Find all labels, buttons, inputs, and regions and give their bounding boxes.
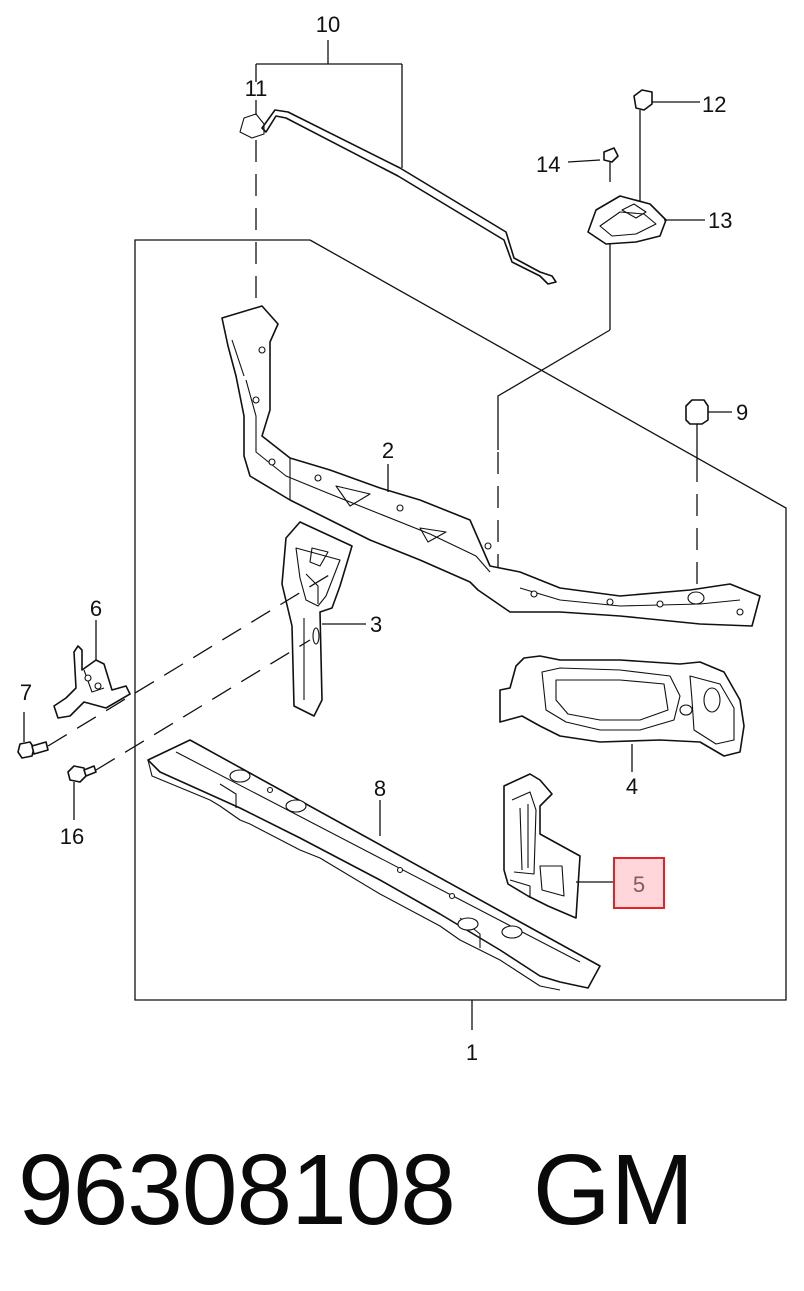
callout-7: 7 <box>20 680 32 705</box>
part-number: 96308108 <box>18 1134 456 1246</box>
hood-latch-bracket <box>567 89 705 330</box>
callout-16: 16 <box>60 824 84 849</box>
callout-13: 13 <box>708 208 732 233</box>
nut-16 <box>67 765 97 820</box>
callout-3: 3 <box>370 612 382 637</box>
part-footer: 96308108 GM <box>18 1130 798 1250</box>
hood-latch <box>53 620 131 719</box>
hood-support-rod <box>239 40 557 285</box>
callout-12: 12 <box>702 92 726 117</box>
lead-13-to-tiebar <box>497 329 611 450</box>
bolt-7 <box>17 712 49 759</box>
assembly-frame <box>134 239 787 1030</box>
latch-support <box>281 521 366 717</box>
brand-name: GM <box>532 1134 695 1246</box>
callout-1: 1 <box>466 1040 478 1065</box>
upper-tie-bar <box>221 305 761 627</box>
bumper-stop <box>685 399 732 592</box>
callout-9: 9 <box>736 400 748 425</box>
headlamp-panel <box>499 655 745 772</box>
parts-diagram: 10 11 12 14 13 9 2 6 3 7 4 8 16 5 1 <box>17 12 787 1065</box>
attach-line-7 <box>47 571 335 747</box>
callout-5: 5 <box>633 872 645 897</box>
callout-14: 14 <box>536 152 560 177</box>
callout-8: 8 <box>374 776 386 801</box>
callout-5-highlight <box>613 857 665 909</box>
callout-6: 6 <box>90 596 102 621</box>
lower-tie-bar <box>147 739 601 991</box>
callout-10: 10 <box>316 12 340 37</box>
callout-11: 11 <box>245 76 268 101</box>
callout-2: 2 <box>382 438 394 463</box>
attach-line-16 <box>95 639 311 771</box>
side-bracket <box>503 773 614 919</box>
callout-4: 4 <box>626 774 638 799</box>
